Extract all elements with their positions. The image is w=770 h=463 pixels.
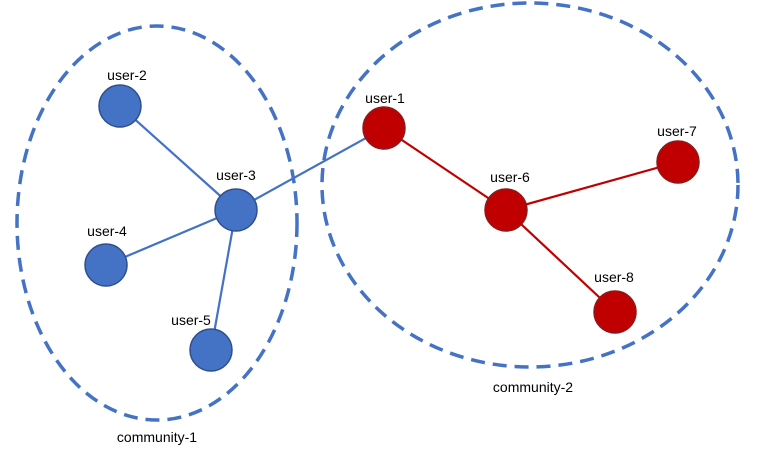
label-user-7: user-7 xyxy=(657,123,697,139)
edge-user-1-user-6 xyxy=(383,127,507,211)
label-user-5: user-5 xyxy=(171,312,211,328)
edge-user-3-user-4 xyxy=(105,208,237,267)
node-user-4[interactable] xyxy=(84,243,128,287)
node-user-8[interactable] xyxy=(593,290,637,334)
label-user-4: user-4 xyxy=(87,223,127,239)
label-user-8: user-8 xyxy=(594,269,634,285)
node-user-7[interactable] xyxy=(656,140,700,184)
node-layer xyxy=(84,84,700,372)
edge-user-3-user-1 xyxy=(235,127,385,211)
label-user-3: user-3 xyxy=(216,167,256,183)
label-user-6: user-6 xyxy=(490,169,530,185)
edge-user-3-user-2 xyxy=(119,105,237,211)
node-user-1[interactable] xyxy=(362,106,406,150)
node-user-3[interactable] xyxy=(214,188,258,232)
label-user-1: user-1 xyxy=(365,90,405,106)
community-2-label: community-2 xyxy=(493,379,573,395)
edge-user-6-user-8 xyxy=(505,209,616,313)
label-user-2: user-2 xyxy=(107,67,147,83)
community-2-boundary xyxy=(320,1,740,369)
node-user-5[interactable] xyxy=(189,328,233,372)
edge-user-6-user-7 xyxy=(505,160,679,212)
community-1-boundary xyxy=(15,24,299,422)
edge-layer xyxy=(105,105,679,351)
label-layer: user-1 user-2 user-3 user-4 user-5 user-… xyxy=(87,67,697,328)
node-user-6[interactable] xyxy=(484,188,528,232)
node-user-2[interactable] xyxy=(98,84,142,128)
community-1-label: community-1 xyxy=(117,429,197,445)
edge-user-3-user-5 xyxy=(209,209,238,351)
